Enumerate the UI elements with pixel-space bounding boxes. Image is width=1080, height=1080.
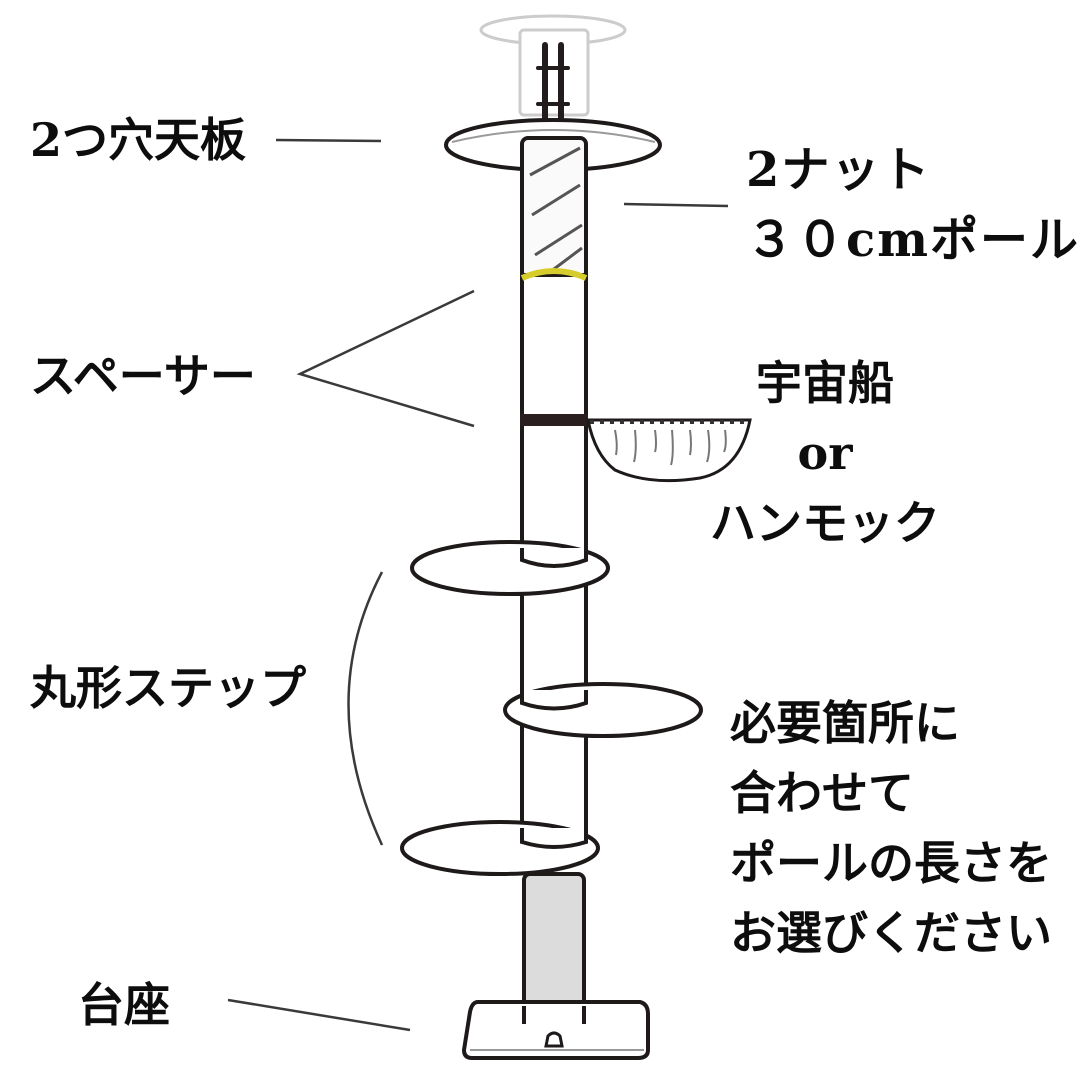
label-top-board: 2つ穴天板 xyxy=(30,113,247,167)
label-hammock: 宇宙船 or ハンモック xyxy=(700,348,950,558)
label-nut-pole: 2ナット ３０cmポール xyxy=(746,135,1080,275)
base-plate xyxy=(461,1000,650,1060)
note-line-1: 必要箇所に xyxy=(730,696,960,750)
note-line-4: お選びください xyxy=(730,906,1052,960)
clear-30cm-pole xyxy=(520,136,588,280)
label-spacer: スペーサー xyxy=(30,349,256,403)
spacer-dark xyxy=(520,414,588,426)
label-hammock-line3: ハンモック xyxy=(710,496,940,550)
label-nut-pole-line2: ３０cmポール xyxy=(746,212,1080,268)
note-line-3: ポールの長さを xyxy=(730,836,1052,890)
note-line-2: 合わせて xyxy=(730,766,914,820)
round-step-2 xyxy=(503,682,703,738)
label-round-steps: 丸形ステップ xyxy=(30,661,306,715)
round-step-1 xyxy=(410,540,610,596)
leader-lines xyxy=(227,138,729,1032)
hammock-bowl xyxy=(586,418,752,483)
ceiling-fixture xyxy=(479,14,627,117)
label-base: 台座 xyxy=(78,978,170,1032)
label-hammock-line2: or xyxy=(797,426,853,480)
note-pole-length: 必要箇所に 合わせて ポールの長さを お選びください xyxy=(730,688,1052,968)
nut-bolts xyxy=(536,42,570,121)
label-nut-pole-line1: 2ナット xyxy=(746,142,932,198)
spacer-yellow xyxy=(520,268,588,281)
round-step-3 xyxy=(400,820,600,876)
label-hammock-line1: 宇宙船 xyxy=(756,356,894,410)
